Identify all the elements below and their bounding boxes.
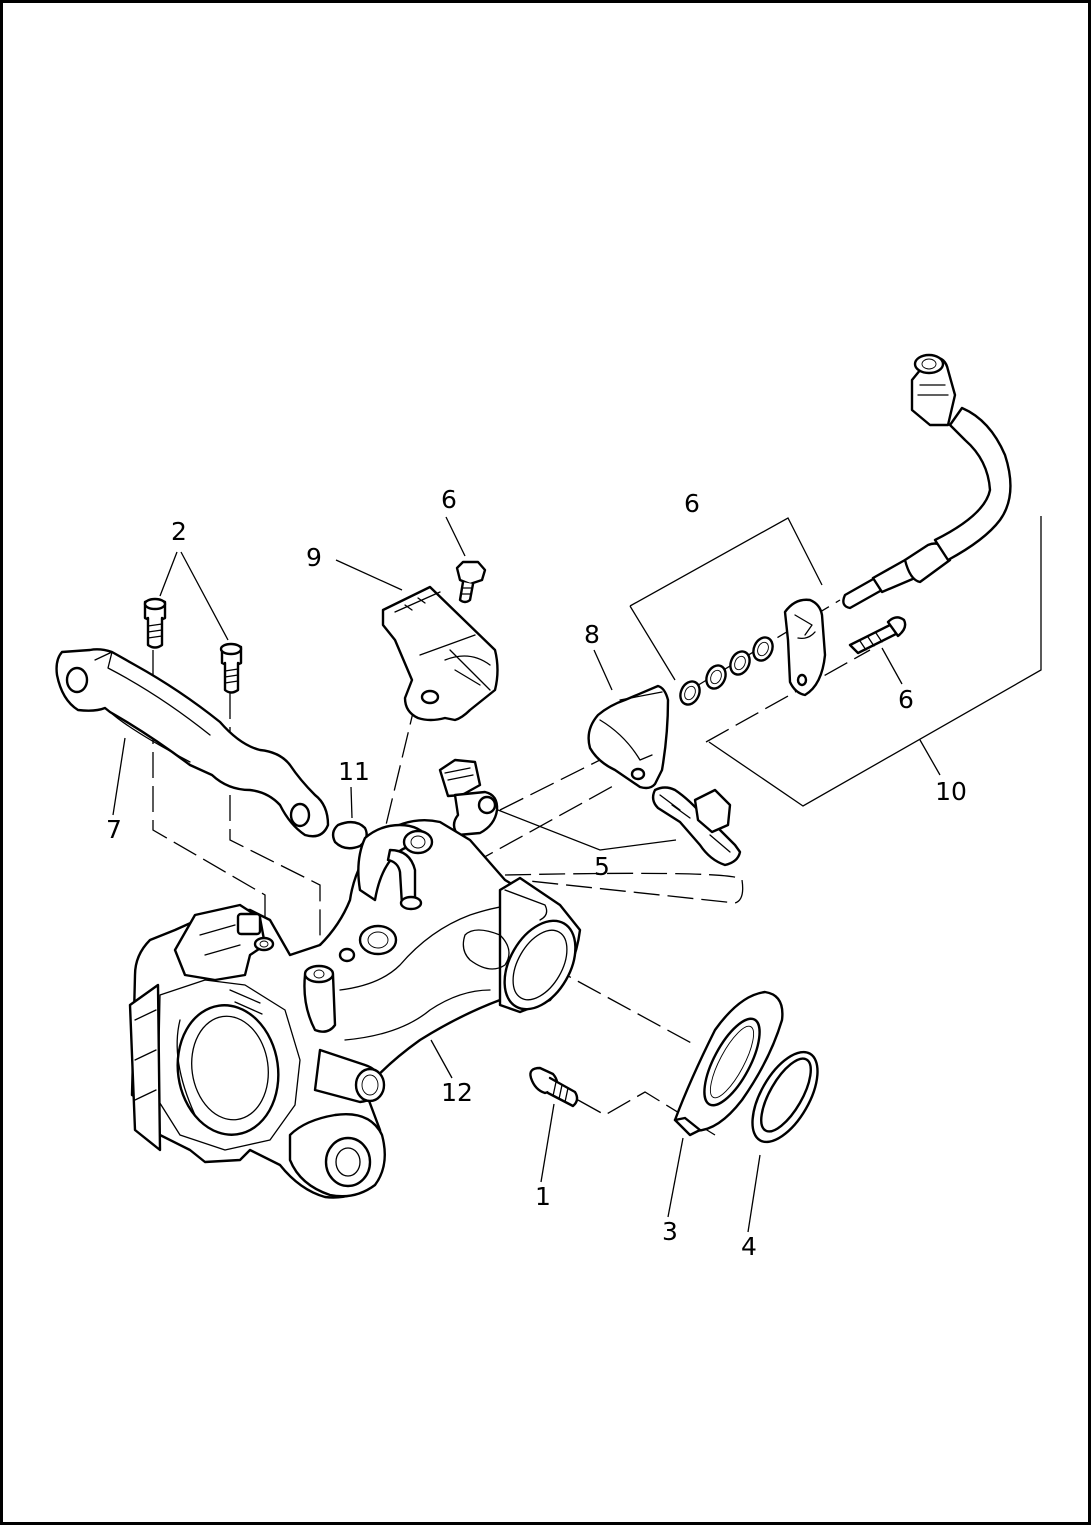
- cap-part-11: [331, 820, 368, 850]
- screw-part-6-right: [848, 616, 907, 655]
- leader-lines: [112, 516, 1042, 1233]
- fuel-injector-part-5b: [651, 786, 742, 867]
- bracket-part-7: [55, 648, 330, 838]
- callout-11: 11: [338, 757, 370, 786]
- flange-part-3: [673, 990, 784, 1137]
- callout-2: 2: [171, 517, 187, 546]
- callout-5: 5: [594, 852, 610, 881]
- screw-part-1: [529, 1066, 579, 1108]
- callout-9: 9: [306, 543, 322, 572]
- throttle-body-part-12: [128, 819, 582, 1199]
- callout-10: 10: [935, 777, 967, 806]
- o-rings: [679, 636, 774, 706]
- injector-cap-part-8: [587, 684, 670, 790]
- callout-1: 1: [535, 1182, 551, 1211]
- callouts: 2 7 9 6 11 8 6 6 10 5 12 1 3 4: [106, 485, 967, 1261]
- fuel-line-part-10: [842, 353, 1012, 610]
- callout-8: 8: [584, 620, 600, 649]
- callout-12: 12: [441, 1078, 473, 1107]
- gasket-part-4: [751, 1050, 819, 1144]
- callout-6-right: 6: [898, 685, 914, 714]
- screw-part-2a: [143, 597, 167, 649]
- callout-6-mid: 6: [684, 489, 700, 518]
- map-sensor-part-9: [381, 585, 499, 722]
- bolt-part-6-top: [455, 560, 487, 604]
- retaining-clip: [783, 598, 827, 697]
- fuel-injector-part-5a: [438, 758, 499, 837]
- screw-part-2b: [219, 642, 243, 694]
- callout-3: 3: [662, 1217, 678, 1246]
- callout-7: 7: [106, 815, 122, 844]
- callout-6-top: 6: [441, 485, 457, 514]
- callout-4: 4: [741, 1232, 757, 1261]
